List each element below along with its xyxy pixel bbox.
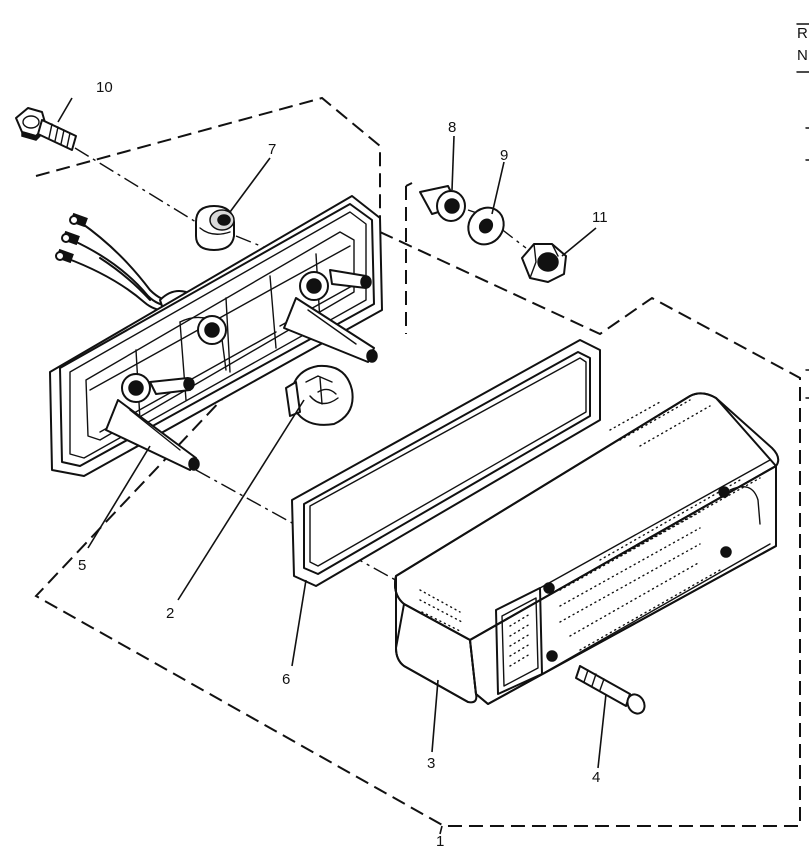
- hex-nut-icon: [521, 243, 567, 283]
- callout-10: 10: [96, 79, 113, 96]
- callout-8: 8: [448, 119, 456, 136]
- callout-7: 7: [268, 141, 276, 158]
- assembly-boundary: [34, 96, 801, 827]
- wire-harness: [55, 212, 191, 316]
- leader-lines: [57, 97, 607, 835]
- screw-icon: [575, 665, 646, 715]
- lens-part: [394, 392, 780, 705]
- grommet-part: [195, 205, 235, 251]
- callout-6: 6: [282, 671, 290, 688]
- callout-5: 5: [78, 557, 86, 574]
- lens-texture: [419, 399, 761, 667]
- collar-part: [419, 185, 466, 222]
- callout-2: 2: [166, 605, 174, 622]
- lamp-housing: [49, 195, 383, 477]
- callout-3: 3: [427, 755, 435, 772]
- hex-bolt-icon: [15, 107, 77, 151]
- gasket-part: [291, 339, 601, 587]
- subassembly-boundary: [405, 182, 413, 334]
- callout-4: 4: [592, 769, 600, 786]
- callout-numbers: 10 7 8 9 11 5 2 6 3 4 1: [78, 79, 608, 850]
- washer-part: [467, 206, 505, 246]
- callout-1: 1: [436, 833, 444, 847]
- bulb-icon: [285, 364, 354, 426]
- header-fragment-line1: R: [797, 25, 808, 42]
- callout-11: 11: [592, 209, 608, 226]
- header-fragment: R N: [796, 23, 809, 399]
- header-fragment-line2: N: [797, 47, 808, 64]
- callout-9: 9: [500, 147, 508, 164]
